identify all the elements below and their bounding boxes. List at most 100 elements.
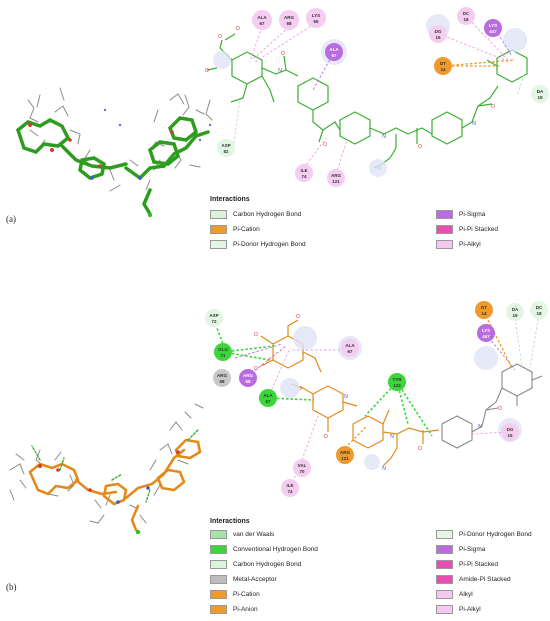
svg-text:DG: DG xyxy=(507,427,514,432)
svg-text:ASP: ASP xyxy=(209,313,218,318)
panel-a-heteroatoms: O O O O N O N O N O N xyxy=(205,26,495,172)
svg-text:14: 14 xyxy=(481,311,487,316)
svg-text:74: 74 xyxy=(301,174,307,179)
legend-item: Pi-Alkyl xyxy=(436,605,481,614)
svg-text:GLU: GLU xyxy=(218,347,228,352)
legend-item: Metal-Acceptor xyxy=(210,575,277,584)
svg-text:LYS: LYS xyxy=(312,13,320,18)
legend-item: Carbon Hydrogen Bond xyxy=(210,560,301,569)
svg-text:O: O xyxy=(236,26,240,32)
svg-text:ARG: ARG xyxy=(284,15,294,20)
svg-text:N: N xyxy=(390,434,394,440)
legend-swatch xyxy=(436,590,453,599)
panel-b-halos xyxy=(280,326,522,470)
svg-text:447: 447 xyxy=(482,334,490,339)
legend-item: Pi-Cation xyxy=(210,590,260,599)
svg-text:447: 447 xyxy=(489,29,497,34)
svg-text:67: 67 xyxy=(265,399,271,404)
svg-text:18: 18 xyxy=(463,17,469,22)
svg-text:O: O xyxy=(323,142,327,148)
legend-swatch xyxy=(210,560,227,569)
legend-item: Pi-Anion xyxy=(210,605,258,614)
svg-text:15: 15 xyxy=(507,433,513,438)
svg-text:DG: DG xyxy=(435,29,442,34)
legend-swatch xyxy=(436,545,453,554)
svg-text:122: 122 xyxy=(393,383,401,388)
panel-b-heteroatoms: O O O O N O N O N N O xyxy=(254,314,502,472)
svg-text:O: O xyxy=(218,34,222,40)
panel-a-2d-ligand xyxy=(206,33,528,169)
legend-item: Pi-Cation xyxy=(210,225,260,234)
svg-text:O: O xyxy=(498,406,502,412)
svg-text:65: 65 xyxy=(313,19,319,24)
svg-text:DA: DA xyxy=(512,307,519,312)
panel-b: O O O O N O N O N N O xyxy=(0,300,550,621)
panel-b-3d-pose xyxy=(9,403,204,535)
svg-text:N: N xyxy=(382,466,386,472)
legend-swatch xyxy=(210,605,227,614)
legend-swatch xyxy=(436,530,453,539)
svg-text:ARG: ARG xyxy=(331,173,341,178)
svg-text:O: O xyxy=(254,366,258,372)
svg-text:N: N xyxy=(382,134,386,140)
svg-text:ALA: ALA xyxy=(263,393,273,398)
svg-text:ASP: ASP xyxy=(221,143,230,148)
svg-text:DA: DA xyxy=(537,89,544,94)
svg-text:121: 121 xyxy=(332,179,340,184)
panel-a-legend: Interactions Carbon Hydrogen Bond Pi-Cat… xyxy=(210,196,540,256)
legend-item: Pi-Pi Stacked xyxy=(436,225,498,234)
svg-text:18: 18 xyxy=(536,311,542,316)
svg-text:68: 68 xyxy=(286,21,292,26)
svg-text:67: 67 xyxy=(259,21,265,26)
svg-text:74: 74 xyxy=(287,489,293,494)
panel-a: O O O O N O N O N O N xyxy=(0,0,550,300)
legend-swatch xyxy=(436,240,453,249)
legend-swatch xyxy=(436,605,453,614)
legend-item: Carbon Hydrogen Bond xyxy=(210,210,301,219)
svg-text:68: 68 xyxy=(245,379,251,384)
svg-text:DT: DT xyxy=(481,305,487,310)
svg-text:VAL: VAL xyxy=(298,463,307,468)
svg-text:O: O xyxy=(205,68,209,74)
legend-title: Interactions xyxy=(210,518,250,525)
svg-text:ARG: ARG xyxy=(217,373,227,378)
svg-text:70: 70 xyxy=(299,469,305,474)
panel-a-halos xyxy=(213,14,527,177)
legend-item: van der Waals xyxy=(210,530,274,539)
legend-swatch xyxy=(210,210,227,219)
legend-item: Pi-Donor Hydrogen Bond xyxy=(210,240,306,249)
panel-b-2d-ligand-gray xyxy=(441,363,543,449)
svg-text:67: 67 xyxy=(347,349,353,354)
svg-text:O: O xyxy=(254,332,258,338)
svg-text:TYR: TYR xyxy=(393,377,403,382)
svg-text:DC: DC xyxy=(463,11,470,16)
svg-text:O: O xyxy=(298,386,302,392)
legend-swatch xyxy=(436,225,453,234)
svg-text:19: 19 xyxy=(537,95,543,100)
svg-text:O: O xyxy=(324,434,328,440)
panel-a-figure: O O O O N O N O N O N xyxy=(15,7,549,218)
legend-swatch xyxy=(436,575,453,584)
panel-b-figure: O O O O N O N O N N O xyxy=(9,301,548,535)
legend-swatch xyxy=(436,210,453,219)
legend-swatch xyxy=(210,590,227,599)
svg-text:DT: DT xyxy=(440,61,446,66)
